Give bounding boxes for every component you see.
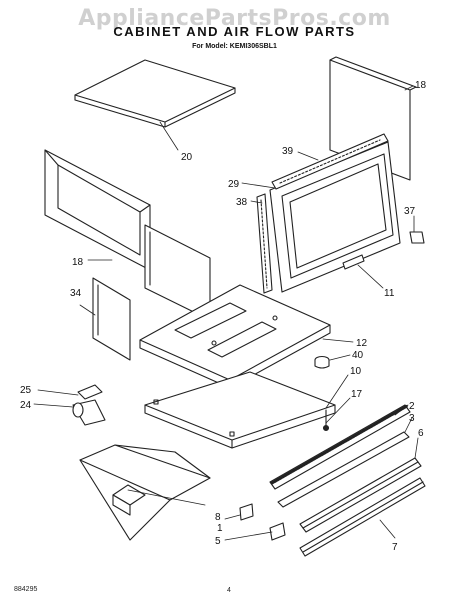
callout-7: 7 bbox=[392, 542, 398, 553]
back-panel bbox=[144, 224, 211, 321]
bottom-pan bbox=[79, 444, 211, 541]
page-title: CABINET AND AIR FLOW PARTS bbox=[113, 24, 356, 39]
callout-40: 40 bbox=[352, 350, 364, 361]
filter-grille bbox=[269, 404, 411, 490]
nameplate bbox=[342, 254, 365, 270]
rail-strip-middle bbox=[299, 457, 422, 533]
callout-6: 6 bbox=[418, 428, 424, 439]
rail-strip-upper bbox=[277, 431, 410, 508]
callout-18-top: 18 bbox=[415, 80, 427, 91]
document-code: 884295 bbox=[14, 586, 38, 593]
small-clip bbox=[409, 231, 425, 244]
model-subtitle: For Model: KEMI306SBL1 bbox=[192, 43, 277, 50]
callout-29: 29 bbox=[228, 179, 240, 190]
callout-39: 39 bbox=[282, 146, 294, 157]
knob bbox=[314, 355, 330, 369]
callout-2: 2 bbox=[409, 401, 415, 412]
page-number: 4 bbox=[227, 587, 231, 594]
rail-strip-lower bbox=[299, 477, 426, 557]
callout-18-left: 18 bbox=[72, 257, 84, 268]
callout-12: 12 bbox=[356, 338, 368, 349]
top-panel bbox=[74, 59, 236, 128]
front-frame bbox=[269, 141, 401, 293]
leader-lines bbox=[33, 85, 419, 541]
left-side-panel bbox=[44, 149, 151, 271]
callout-34: 34 bbox=[70, 288, 82, 299]
duct-bracket bbox=[77, 384, 103, 400]
callout-8: 8 bbox=[215, 512, 221, 523]
small-bracket-lower bbox=[269, 522, 286, 541]
callout-38: 38 bbox=[236, 197, 248, 208]
callout-10: 10 bbox=[350, 366, 362, 377]
base-pan bbox=[144, 371, 336, 449]
screw bbox=[322, 409, 330, 432]
small-bracket-upper bbox=[239, 503, 254, 521]
air-duct bbox=[72, 399, 106, 426]
callout-labels: 18 20 39 29 38 37 11 18 34 12 40 10 17 2… bbox=[20, 80, 427, 553]
left-trim-strip bbox=[256, 193, 273, 294]
callout-11: 11 bbox=[384, 288, 395, 299]
top-trim-strip bbox=[271, 133, 389, 190]
callout-17: 17 bbox=[351, 389, 363, 400]
callout-37: 37 bbox=[404, 206, 416, 217]
callout-25: 25 bbox=[20, 385, 32, 396]
callout-5: 5 bbox=[215, 536, 221, 547]
callout-24: 24 bbox=[20, 400, 32, 411]
callout-20: 20 bbox=[181, 152, 193, 163]
lower-left-panel bbox=[92, 277, 131, 361]
callout-3: 3 bbox=[409, 413, 415, 424]
callout-1: 1 bbox=[217, 523, 223, 534]
watermark: AppliancePartsPros.com bbox=[78, 6, 391, 31]
floor-panel bbox=[139, 284, 331, 389]
